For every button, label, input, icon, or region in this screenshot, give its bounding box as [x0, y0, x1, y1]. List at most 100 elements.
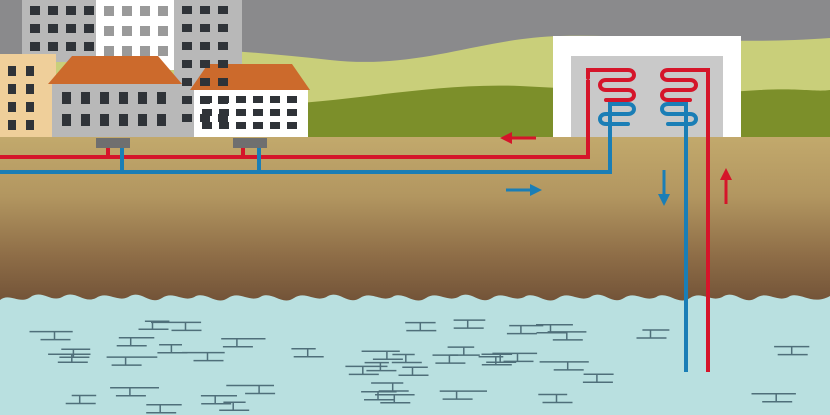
window [100, 92, 109, 104]
window [158, 46, 168, 56]
window [270, 109, 280, 116]
window [84, 42, 94, 51]
stone-mark [157, 344, 188, 354]
window [182, 114, 192, 122]
stone-mark [221, 338, 266, 348]
stone-mark [29, 330, 73, 341]
window [200, 42, 210, 50]
window [158, 6, 168, 16]
window [182, 60, 192, 68]
arrow-up-icon [720, 168, 732, 204]
window [66, 6, 76, 15]
window [182, 6, 192, 14]
stone-mark [371, 382, 409, 392]
window [122, 6, 132, 16]
window [236, 96, 246, 103]
cold-return-pipe [0, 112, 612, 174]
window [202, 109, 212, 116]
stone-mark [375, 394, 415, 404]
stone-mark [138, 320, 170, 331]
window [219, 96, 229, 103]
window [30, 42, 40, 51]
window [287, 122, 297, 129]
stone-mark [751, 392, 796, 403]
window [48, 42, 58, 51]
window [182, 78, 192, 86]
window [62, 114, 71, 126]
stone-mark [226, 384, 276, 395]
window [104, 6, 114, 16]
building-windows [8, 6, 297, 130]
stone-mark [182, 351, 225, 362]
window [200, 114, 210, 122]
window [48, 24, 58, 33]
stone-mark [200, 395, 237, 405]
stone-mark [59, 348, 91, 359]
window [218, 42, 228, 50]
window [66, 42, 76, 51]
aquifer-layer [0, 294, 830, 415]
window [182, 96, 192, 104]
window [100, 114, 109, 126]
window [218, 114, 228, 122]
window [158, 26, 168, 36]
stone-mark [492, 352, 538, 363]
window [218, 24, 228, 32]
window [8, 102, 16, 112]
window [8, 120, 16, 130]
window [30, 6, 40, 15]
window [253, 109, 263, 116]
stone-mark [391, 353, 422, 364]
hot-supply-pipe [0, 80, 590, 159]
window [138, 92, 147, 104]
geothermal-wells [684, 100, 710, 372]
building-connector [233, 138, 267, 148]
window [218, 60, 228, 68]
heat-pump-plant [553, 36, 741, 140]
window [140, 26, 150, 36]
window [81, 114, 90, 126]
stone-mark [478, 356, 512, 366]
window [62, 92, 71, 104]
window [26, 84, 34, 94]
window [219, 109, 229, 116]
stone-mark [636, 329, 670, 339]
building-connector [96, 138, 130, 148]
stone-mark [538, 393, 573, 404]
window [157, 114, 166, 126]
window [104, 26, 114, 36]
window [253, 122, 263, 129]
stone-mark [345, 365, 388, 376]
window [236, 109, 246, 116]
window [219, 122, 229, 129]
stone-mark [432, 354, 466, 364]
window [84, 6, 94, 15]
arrow-down-icon [658, 170, 670, 206]
window [200, 6, 210, 14]
window [182, 24, 192, 32]
stone-mark [481, 353, 517, 363]
window [81, 92, 90, 104]
stone-mark [774, 345, 810, 356]
window [140, 46, 150, 56]
window [236, 122, 246, 129]
window [182, 42, 192, 50]
window [202, 96, 212, 103]
stone-mark [48, 353, 91, 364]
heat-exchanger-coil-icon [586, 68, 710, 302]
window [200, 60, 210, 68]
aquifer-stone-pattern [29, 319, 810, 414]
arrow-left-icon [500, 132, 536, 144]
stone-mark [110, 387, 159, 397]
window [8, 66, 16, 76]
window [270, 96, 280, 103]
stone-mark [361, 391, 397, 401]
window [200, 24, 210, 32]
stone-mark [146, 403, 182, 414]
window [30, 24, 40, 33]
window [104, 46, 114, 56]
window [26, 102, 34, 112]
stone-mark [453, 319, 486, 329]
window [26, 66, 34, 76]
